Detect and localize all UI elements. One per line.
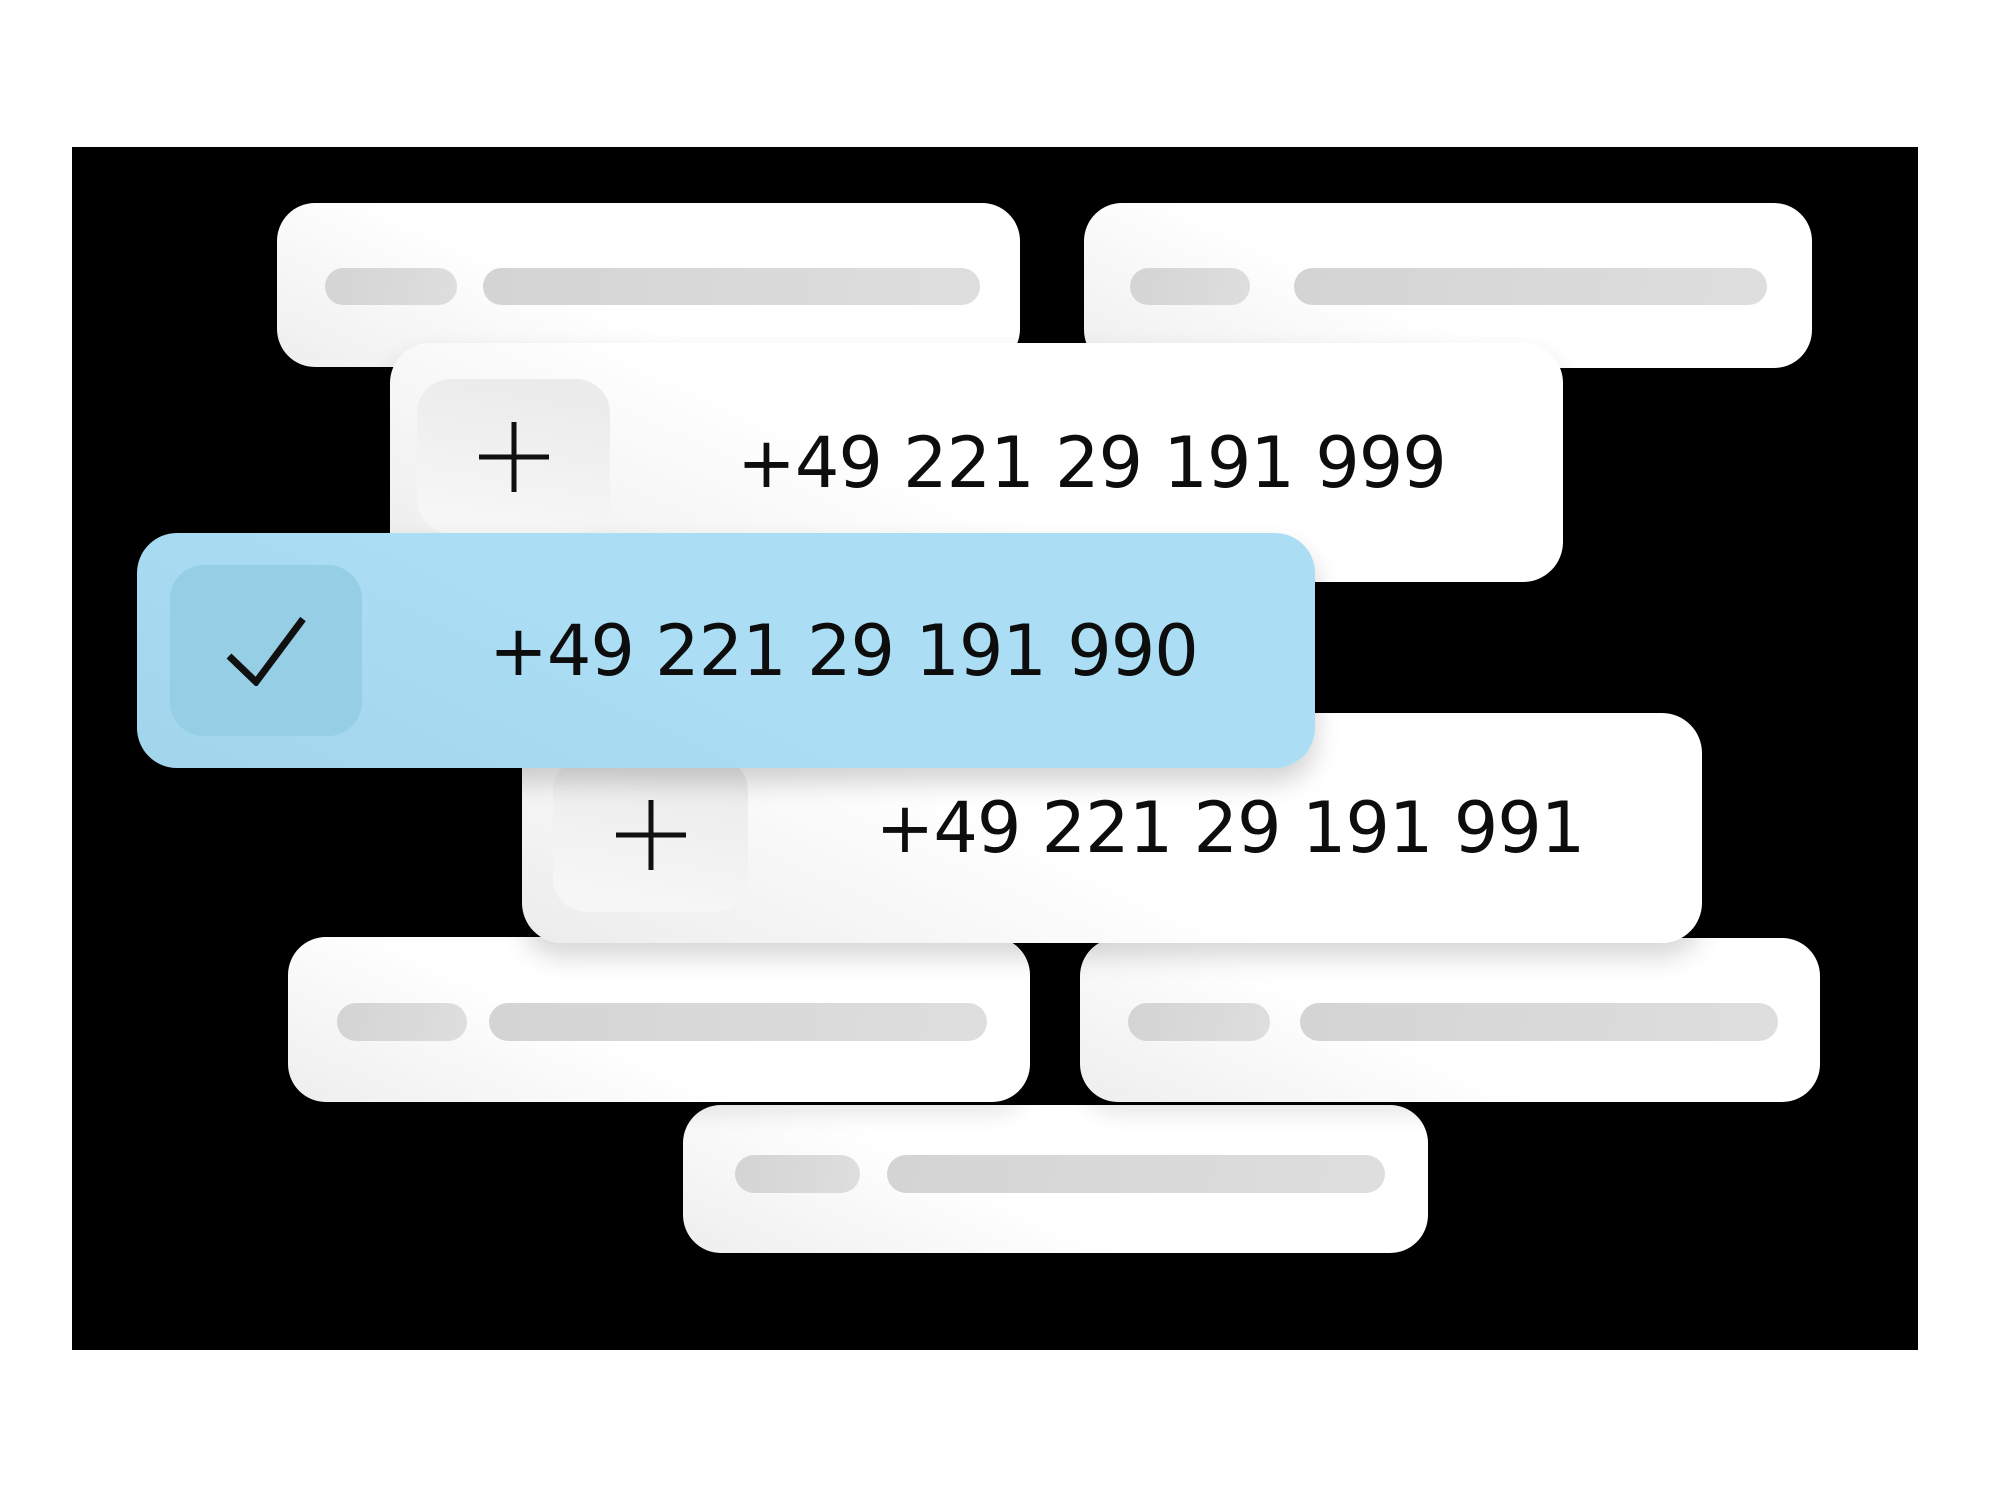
placeholder-bar-short: [325, 268, 457, 305]
plus-icon: [478, 421, 549, 492]
phone-number: +49 221 29 191 999: [620, 343, 1563, 582]
plus-icon: [615, 799, 686, 870]
placeholder-bar-short: [1128, 1003, 1270, 1041]
phone-number-label: +49 221 29 191 999: [737, 421, 1447, 504]
skeleton-row-bottom-center: [683, 1105, 1428, 1253]
placeholder-bar-long: [483, 268, 980, 305]
selected-check-button[interactable]: [170, 565, 362, 736]
placeholder-bar-short: [337, 1003, 467, 1041]
skeleton-row-top-left: [277, 203, 1020, 367]
placeholder-bar-long: [489, 1003, 987, 1041]
add-number-button[interactable]: [553, 757, 748, 912]
placeholder-bar-short: [1130, 268, 1250, 305]
placeholder-bar-short: [735, 1155, 860, 1193]
phone-option-row-990-selected[interactable]: +49 221 29 191 990: [137, 533, 1315, 768]
phone-number: +49 221 29 191 990: [372, 533, 1315, 768]
black-panel: +49 221 29 191 999 +49 221 29 191 990: [72, 147, 1918, 1350]
skeleton-row-bottom-left: [288, 937, 1030, 1102]
placeholder-bar-long: [887, 1155, 1385, 1193]
phone-number-label: +49 221 29 191 990: [489, 609, 1199, 692]
check-icon: [226, 616, 306, 686]
placeholder-bar-long: [1294, 268, 1767, 305]
placeholder-bar-long: [1300, 1003, 1778, 1041]
phone-number-label: +49 221 29 191 991: [875, 787, 1586, 869]
add-number-button[interactable]: [417, 379, 610, 534]
skeleton-row-top-right: [1084, 203, 1812, 368]
skeleton-row-bottom-right: [1080, 938, 1820, 1102]
phone-number: +49 221 29 191 991: [758, 713, 1702, 943]
